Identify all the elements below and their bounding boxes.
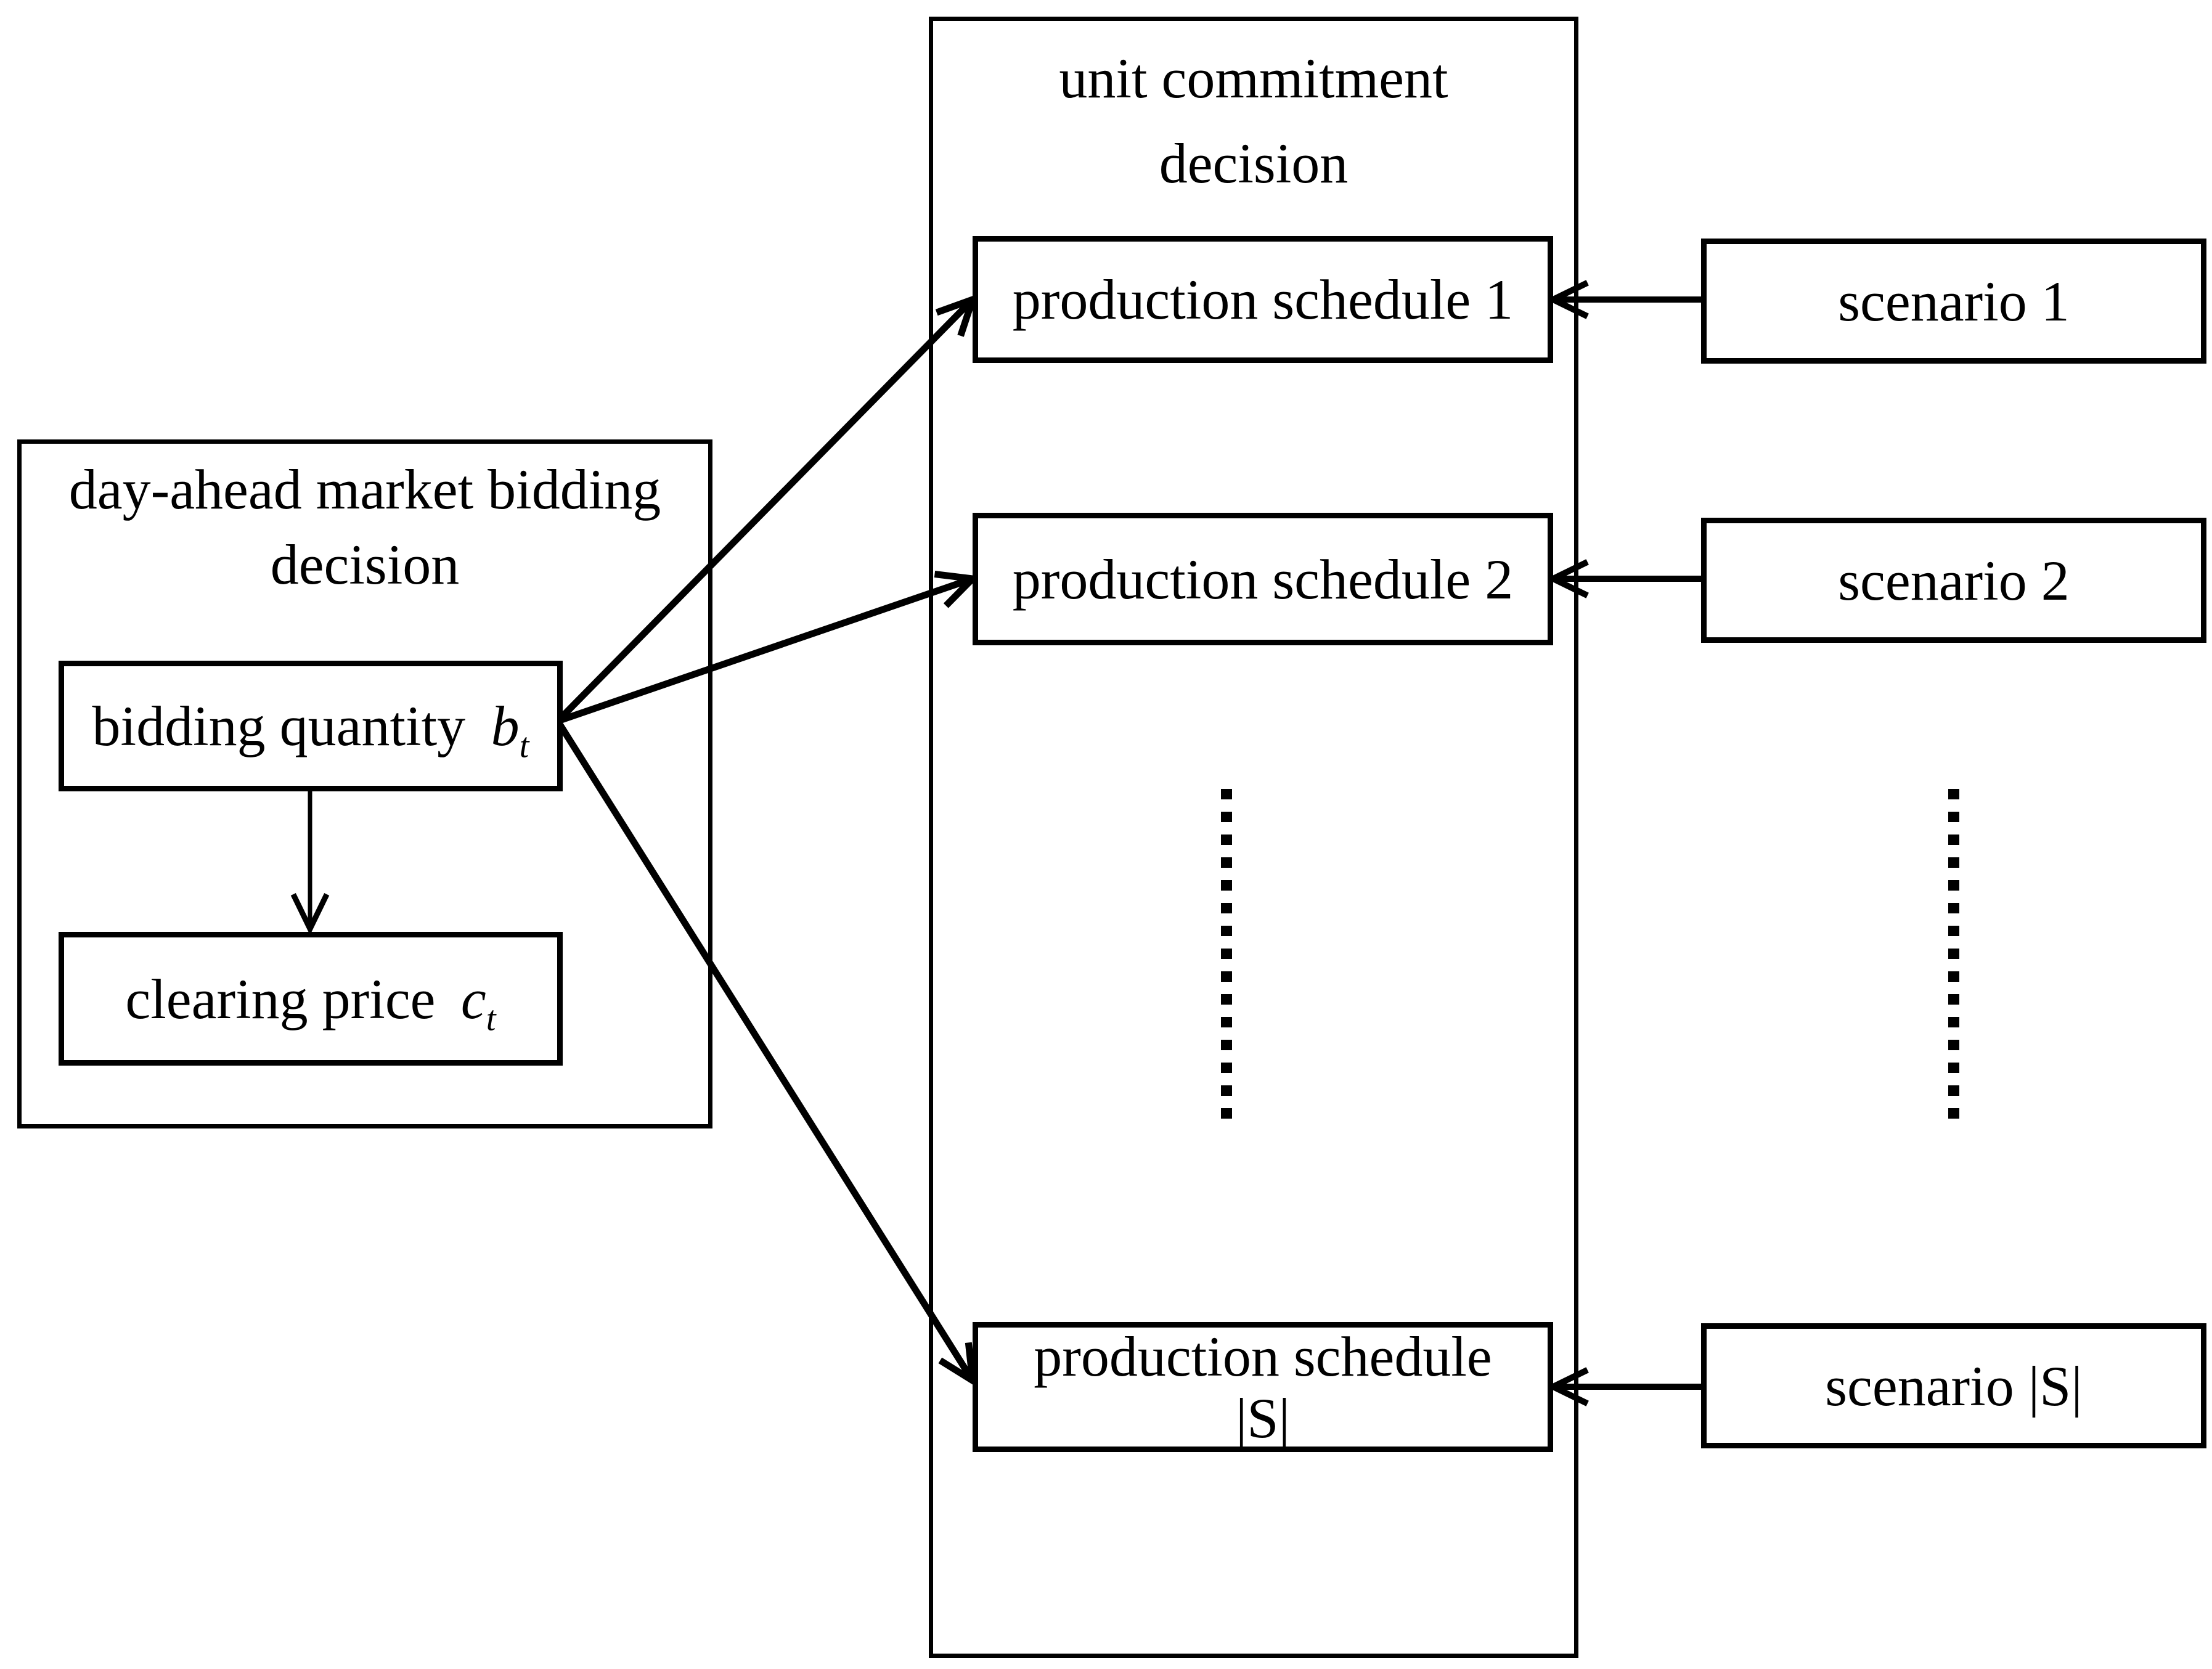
day-ahead-panel [17, 439, 712, 1128]
scenario-vertical-ellipsis-icon [1948, 789, 1959, 1125]
day-ahead-panel-title: day-ahead market bidding decision [17, 452, 712, 602]
production-schedule-s-line1: production schedule [1034, 1324, 1492, 1388]
day-ahead-title-line2: decision [270, 533, 460, 596]
scenario-2-label: scenario 2 [1838, 549, 2070, 612]
unit-commitment-panel-title: unit commitment decision [929, 36, 1578, 206]
schedule-vertical-ellipsis-icon [1221, 789, 1232, 1125]
production-schedule-1-label: production schedule 1 [1012, 268, 1514, 331]
production-schedule-2-box: production schedule 2 [973, 513, 1553, 645]
scenario-s-box: scenario |S| [1701, 1323, 2206, 1448]
unit-commitment-title-line2: decision [1159, 132, 1349, 195]
day-ahead-title-line1: day-ahead market bidding [68, 458, 661, 521]
bidding-quantity-label: bidding quantity bt [92, 695, 529, 765]
scenario-s-label: scenario |S| [1825, 1354, 2083, 1418]
production-schedule-1-box: production schedule 1 [973, 236, 1553, 363]
arrow-bidding-to-clearing [290, 791, 330, 936]
scenario-1-box: scenario 1 [1701, 239, 2206, 364]
production-schedule-s-line2: |S| [1235, 1386, 1290, 1450]
scenario-2-box: scenario 2 [1701, 518, 2206, 643]
production-schedule-s-box: production schedule |S| [973, 1322, 1553, 1452]
unit-commitment-panel [929, 17, 1578, 1658]
clearing-price-box: clearing price ct [59, 932, 563, 1066]
clearing-price-label: clearing price ct [125, 967, 496, 1038]
unit-commitment-title-line1: unit commitment [1059, 47, 1448, 110]
production-schedule-2-label: production schedule 2 [1012, 547, 1514, 611]
scenario-1-label: scenario 1 [1838, 269, 2070, 333]
bidding-quantity-box: bidding quantity bt [59, 661, 563, 791]
